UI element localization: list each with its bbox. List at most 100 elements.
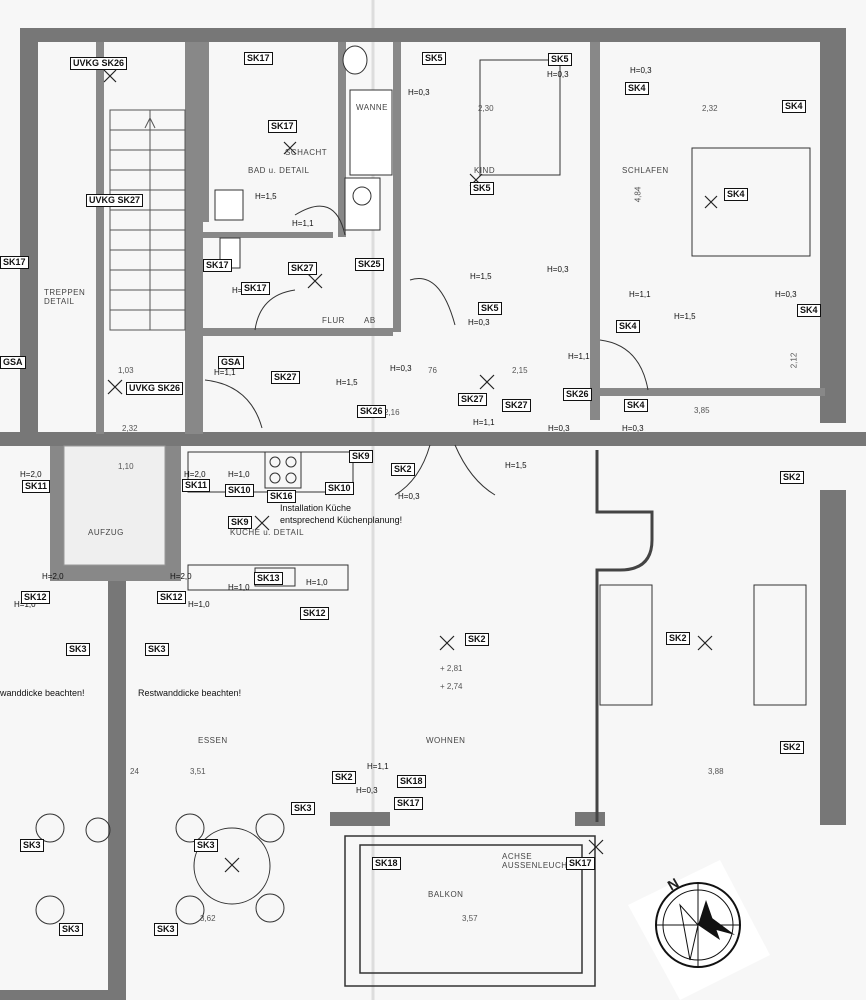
- dimension-label: 2,12: [789, 352, 799, 369]
- device-tag: SK25: [355, 258, 384, 271]
- restwand-note-left: wanddicke beachten!: [0, 688, 85, 698]
- device-tag: SK2: [666, 632, 690, 645]
- device-tag: SK3: [66, 643, 90, 656]
- room-label-wanne: WANNE: [356, 103, 388, 112]
- room-label-schacht: SCHACHT: [285, 148, 328, 157]
- exterior-walls: [0, 28, 866, 1000]
- device-tag: SK27: [271, 371, 300, 384]
- room-label-schlafen: SCHLAFEN: [622, 166, 669, 175]
- height-label: H=0,3: [548, 424, 570, 433]
- staircase: [109, 109, 186, 331]
- dimension-label: 76: [428, 366, 437, 375]
- device-tag: SK12: [21, 591, 50, 604]
- dimension-label: 1,03: [118, 366, 134, 375]
- bath-fixtures: [214, 45, 393, 269]
- device-tag: SK5: [470, 182, 494, 195]
- height-label: H=1,0: [306, 578, 328, 587]
- device-tag: SK4: [724, 188, 748, 201]
- device-tag: SK3: [20, 839, 44, 852]
- height-label: H=1,1: [214, 368, 236, 377]
- height-label: H=1,1: [473, 418, 495, 427]
- device-tag: SK17: [0, 256, 29, 269]
- height-label: H=0,3: [622, 424, 644, 433]
- height-label: H=1,0: [188, 600, 210, 609]
- curved-partition: [595, 450, 654, 822]
- room-label-flur: FLUR: [322, 316, 345, 325]
- device-tag: SK4: [625, 82, 649, 95]
- device-tag: SK17: [244, 52, 273, 65]
- height-label: H=0,3: [547, 70, 569, 79]
- sofas: [599, 584, 807, 706]
- restwand-note: Restwanddicke beachten!: [138, 688, 242, 698]
- dimension-label: 3,57: [462, 914, 478, 923]
- device-tag: UVKG SK26: [126, 382, 184, 395]
- device-tag: SK26: [357, 405, 386, 418]
- height-label: H=1,5: [255, 192, 277, 201]
- device-tag: SK2: [465, 633, 489, 646]
- north-arrow-icon: [628, 860, 770, 1000]
- dimension-label: 3,85: [694, 406, 710, 415]
- room-label-wohnen: WOHNEN: [426, 736, 466, 745]
- device-tag: SK3: [154, 923, 178, 936]
- dining-chairs: [35, 813, 285, 925]
- height-label: H=0,3: [630, 66, 652, 75]
- height-label: H=2,0: [184, 470, 206, 479]
- height-label: H=1,0: [14, 600, 36, 609]
- height-label: H=0,3: [408, 88, 430, 97]
- device-tag: SK17: [241, 282, 270, 295]
- dimension-label: 2,16: [384, 408, 400, 417]
- device-tag: SK4: [616, 320, 640, 333]
- device-tag: SK2: [332, 771, 356, 784]
- device-tag: SK17: [394, 797, 423, 810]
- device-tag: SK11: [22, 480, 51, 493]
- dimension-label: 2,32: [122, 424, 138, 433]
- room-label-achse: ACHSE AUSSENLEUCHTE: [502, 852, 579, 870]
- dimension-label: 1,10: [118, 462, 134, 471]
- device-tag: SK4: [782, 100, 806, 113]
- height-label: H=1,5: [674, 312, 696, 321]
- device-tag: SK10: [225, 484, 254, 497]
- height-label: H=1,5: [336, 378, 358, 387]
- device-tag: UVKG SK26: [70, 57, 128, 70]
- dimension-label: 4,84: [633, 186, 643, 203]
- device-tag: SK12: [300, 607, 329, 620]
- device-tag: SK9: [349, 450, 373, 463]
- height-label: H=1,0: [228, 583, 250, 592]
- device-tag: SK2: [780, 741, 804, 754]
- dimension-label: 24: [130, 767, 139, 776]
- device-tag: SK17: [566, 857, 595, 870]
- room-label-balkon: BALKON: [428, 890, 464, 899]
- dimension-label: 3,88: [708, 767, 724, 776]
- room-label-kueche: KÜCHE u. DETAIL: [230, 528, 305, 537]
- height-label: H=2,0: [20, 470, 42, 479]
- device-tag: SK3: [291, 802, 315, 815]
- height-label: H=0,3: [775, 290, 797, 299]
- device-tag: SK27: [502, 399, 531, 412]
- device-tag: SK18: [397, 775, 426, 788]
- room-label-bad: BAD u. DETAIL: [248, 166, 310, 175]
- device-tag: GSA: [0, 356, 26, 369]
- height-label: H=1,0: [228, 470, 250, 479]
- room-label-ab: AB: [364, 316, 376, 325]
- height-label: H=0,3: [398, 492, 420, 501]
- light-fixtures: [103, 69, 718, 873]
- room-label-essen: ESSEN: [198, 736, 228, 745]
- device-tag: SK26: [563, 388, 592, 401]
- device-tag: SK10: [325, 482, 354, 495]
- device-tag: SK2: [391, 463, 415, 476]
- dimension-label: + 2,74: [440, 682, 463, 691]
- device-tag: SK12: [157, 591, 186, 604]
- device-tag: UVKG SK27: [86, 194, 144, 207]
- device-tag: SK13: [254, 572, 283, 585]
- kitchen-install-note-2: entsprechend Küchenplanung!: [280, 515, 403, 525]
- balcony-outline: [344, 835, 596, 987]
- device-tag: SK27: [458, 393, 487, 406]
- device-tag: SK9: [228, 516, 252, 529]
- device-tag: SK16: [267, 490, 296, 503]
- device-tag: SK3: [194, 839, 218, 852]
- device-tag: SK18: [372, 857, 401, 870]
- dimension-label: 2,30: [478, 104, 494, 113]
- device-tag: SK5: [478, 302, 502, 315]
- device-tag: SK5: [548, 53, 572, 66]
